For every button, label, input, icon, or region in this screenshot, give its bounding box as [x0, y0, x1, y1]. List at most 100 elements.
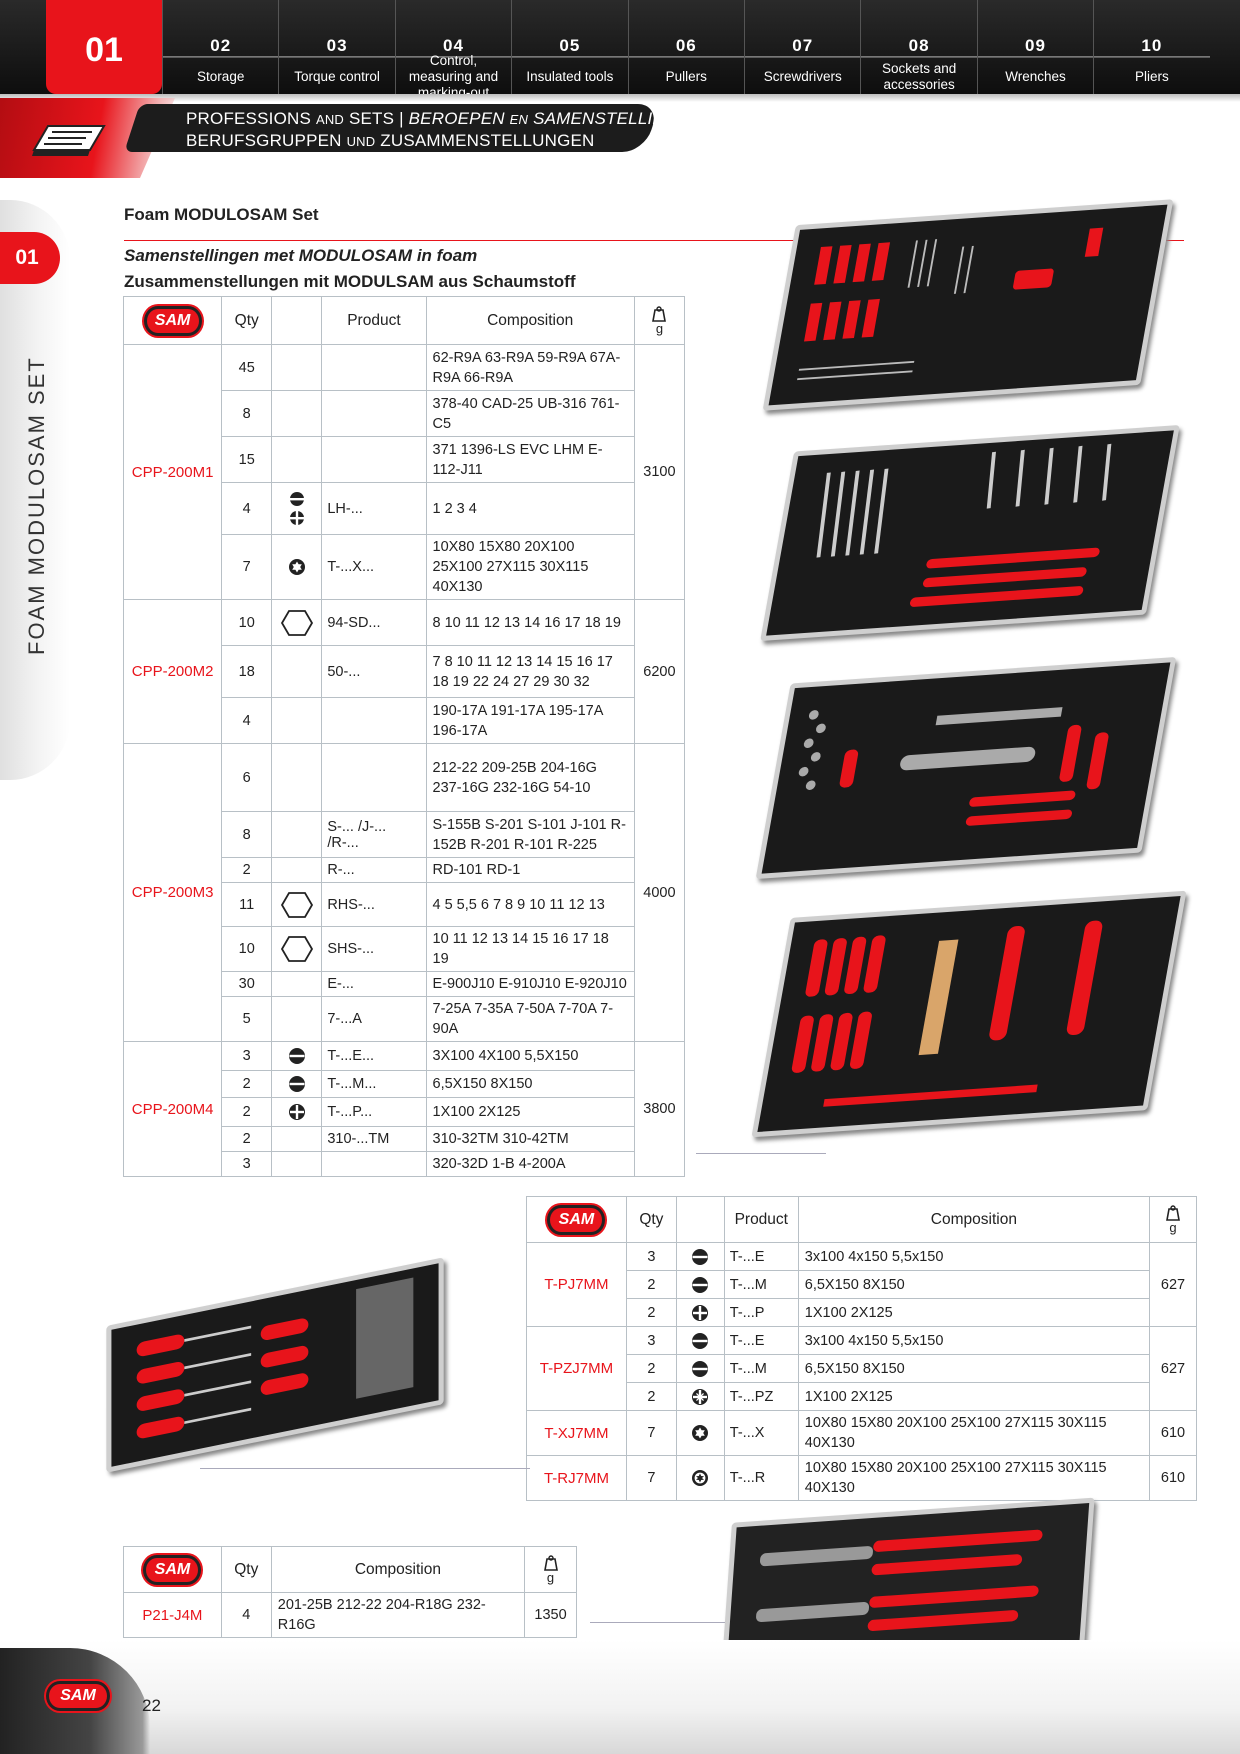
product-header: Product: [321, 296, 427, 345]
qty-cell: 3: [625, 1326, 677, 1355]
qty-cell: 2: [221, 1097, 273, 1127]
composition-cell: 7-25A 7-35A 7-50A 7-70A 7-90A: [425, 996, 635, 1042]
logo-header: SAM: [526, 1196, 627, 1243]
nav-tab-label: Insulated tools: [512, 57, 628, 95]
qty-cell: 2: [625, 1270, 677, 1299]
icon-cell: [271, 882, 323, 927]
nav-tab-number: 04: [443, 36, 464, 55]
product-cell: T-...E: [723, 1326, 799, 1355]
product-cell: [321, 436, 427, 483]
weight-header: g: [1149, 1196, 1197, 1243]
set-code: T-XJ7MM: [526, 1410, 627, 1456]
wrench-set-illustration: [816, 443, 1112, 607]
tray-image-pliers: [721, 1497, 1095, 1673]
product-cell: T-...E...: [321, 1041, 427, 1071]
qty-cell: 8: [221, 811, 273, 858]
hex-icon: [280, 891, 313, 918]
composition-cell: 3x100 4x150 5,5x150: [797, 1242, 1151, 1271]
tray-image-screwdrivers: [106, 1257, 444, 1473]
title-rule: [124, 240, 1184, 241]
tray-image-cpp-200m1: [762, 199, 1174, 411]
icon-cell: [271, 971, 323, 997]
nav-tab-divider: [279, 56, 395, 57]
weight-cell: 1350: [524, 1592, 577, 1638]
weight-cell: 3100: [633, 344, 686, 600]
pliers-tray-illustration: [756, 1529, 1043, 1631]
qty-cell: 4: [221, 697, 273, 744]
product-cell: RHS-...: [321, 882, 427, 927]
nav-tab-active[interactable]: 01: [46, 0, 162, 94]
nav-tab-label: Torque control: [279, 57, 395, 95]
set-code: T-PZJ7MM: [526, 1326, 627, 1411]
composition-cell: E-900J10 E-910J10 E-920J10: [425, 971, 635, 997]
set-code: CPP-200M4: [122, 1041, 223, 1177]
composition-cell: 3X100 4X100 5,5X150: [425, 1041, 635, 1071]
hex-icon: [280, 936, 313, 962]
qty-cell: 7: [625, 1410, 677, 1456]
qty-header: Qty: [221, 296, 273, 345]
product-cell: T-...X: [723, 1410, 799, 1456]
footer-background: [0, 1640, 1240, 1754]
tray-image-cpp-200m2: [760, 424, 1180, 642]
qty-cell: 3: [625, 1242, 677, 1271]
nav-tab-number: 02: [210, 36, 232, 55]
nav-tab-number: 10: [1141, 36, 1163, 55]
set-code: CPP-200M3: [122, 743, 223, 1042]
composition-cell: 3x100 4x150 5,5x150: [797, 1326, 1151, 1355]
composition-cell: 1X100 2X125: [797, 1382, 1151, 1411]
side-arc: [0, 200, 70, 780]
weight-icon: [652, 306, 667, 322]
nav-tab-number: 05: [559, 36, 581, 55]
set-code: CPP-200M2: [122, 599, 223, 744]
qty-cell: 2: [221, 1070, 273, 1098]
hex-icon: [280, 609, 313, 636]
qty-cell: 15: [221, 436, 273, 483]
icon-cell: [675, 1455, 725, 1501]
torx-icon: [692, 1425, 709, 1441]
qty-cell: 3: [221, 1151, 273, 1177]
qty-header: Qty: [220, 1546, 272, 1593]
page-number: 22: [142, 1696, 161, 1715]
logo-header: SAM: [123, 1546, 222, 1593]
nav-tab-divider: [512, 56, 628, 57]
composition-cell: 10X80 15X80 20X100 25X100 27X115 30X115 …: [425, 534, 635, 600]
set-code: CPP-200M1: [122, 344, 223, 600]
icon-cell: [675, 1298, 725, 1327]
icon-cell: [271, 996, 323, 1042]
composition-cell: 1 2 3 4: [425, 482, 635, 535]
nav-tab-divider: [1094, 56, 1210, 57]
divider-line: [200, 1468, 530, 1469]
product-cell: E-...: [321, 971, 427, 997]
icon-cell: [271, 599, 323, 646]
nav-tab-divider: [628, 56, 744, 57]
product-cell: [321, 344, 427, 391]
divider-line: [696, 1153, 826, 1154]
icon-cell: [271, 1041, 323, 1071]
title-de: Zusammenstellungen mit MODULSAM aus Scha…: [124, 272, 576, 291]
qty-cell: 10: [221, 599, 273, 646]
qty-cell: 2: [625, 1354, 677, 1383]
product-cell: T-...M: [723, 1270, 799, 1299]
icon-cell: [675, 1242, 725, 1271]
